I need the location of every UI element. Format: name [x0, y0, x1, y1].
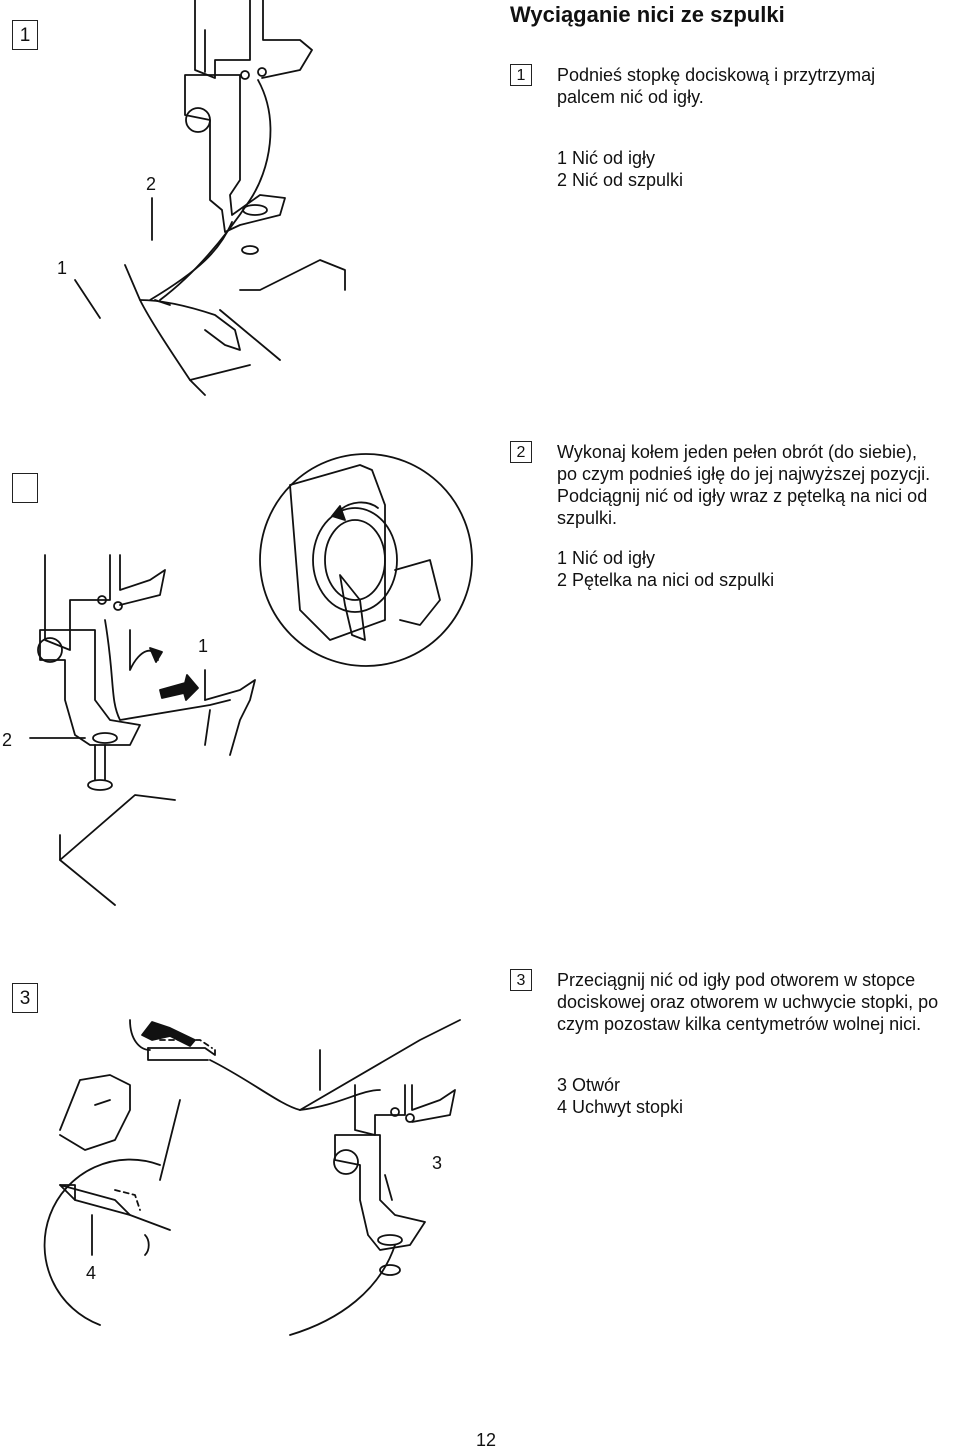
page-title: Wyciąganie nici ze szpulki	[510, 2, 785, 27]
step-2-text-line-4: szpulki.	[557, 508, 618, 528]
step-3-legend-1: 3 Otwór	[557, 1075, 621, 1095]
figure-1-step-number: 1	[12, 20, 38, 50]
page-number: 12	[476, 1430, 497, 1450]
figure-3-illustration	[43, 1019, 461, 1336]
step-1-legend-1: 1 Nić od igły	[557, 148, 656, 168]
step-3-legend-2: 4 Uchwyt stopki	[557, 1097, 684, 1117]
step-3-text-line-1: Przeciągnij nić od igły pod otworem w st…	[557, 970, 916, 990]
figure-2-label-1: 1	[198, 636, 209, 656]
step-2-legend-2: 2 Pętelka na nici od szpulki	[557, 570, 775, 590]
figure-3-label-3: 3	[432, 1153, 443, 1173]
figure-1-illustration	[74, 0, 346, 396]
figure-3-label-4: 4	[86, 1263, 97, 1283]
step-3-text-line-3: czym pozostaw kilka centymetrów wolnej n…	[557, 1014, 922, 1034]
step-2-text-line-3: Podciągnij nić od igły wraz z pętelką na…	[557, 486, 928, 506]
step-1-number: 1	[510, 64, 532, 86]
figure-3-step-number: 3	[12, 983, 38, 1013]
step-2-number: 2	[510, 441, 532, 463]
figure-1-label-2: 2	[146, 174, 157, 194]
figure-2-illustration	[29, 453, 473, 906]
figure-2-label-2: 2	[2, 730, 13, 750]
step-1-text-line-1: Podnieś stopkę dociskową i przytrzymaj	[557, 65, 876, 85]
step-2-legend-1: 1 Nić od igły	[557, 548, 656, 568]
step-1-legend-2: 2 Nić od szpulki	[557, 170, 684, 190]
step-2-text-line-2: po czym podnieś igłę do jej najwyższej p…	[557, 464, 931, 484]
step-3-number: 3	[510, 969, 532, 991]
figure-1-label-1: 1	[57, 258, 68, 278]
step-3-text-line-2: dociskowej oraz otworem w uchwycie stopk…	[557, 992, 939, 1012]
step-1-text-line-2: palcem nić od igły.	[557, 87, 704, 107]
figure-2-step-number	[12, 473, 38, 503]
step-2-text-line-1: Wykonaj kołem jeden pełen obrót (do sieb…	[557, 442, 918, 462]
